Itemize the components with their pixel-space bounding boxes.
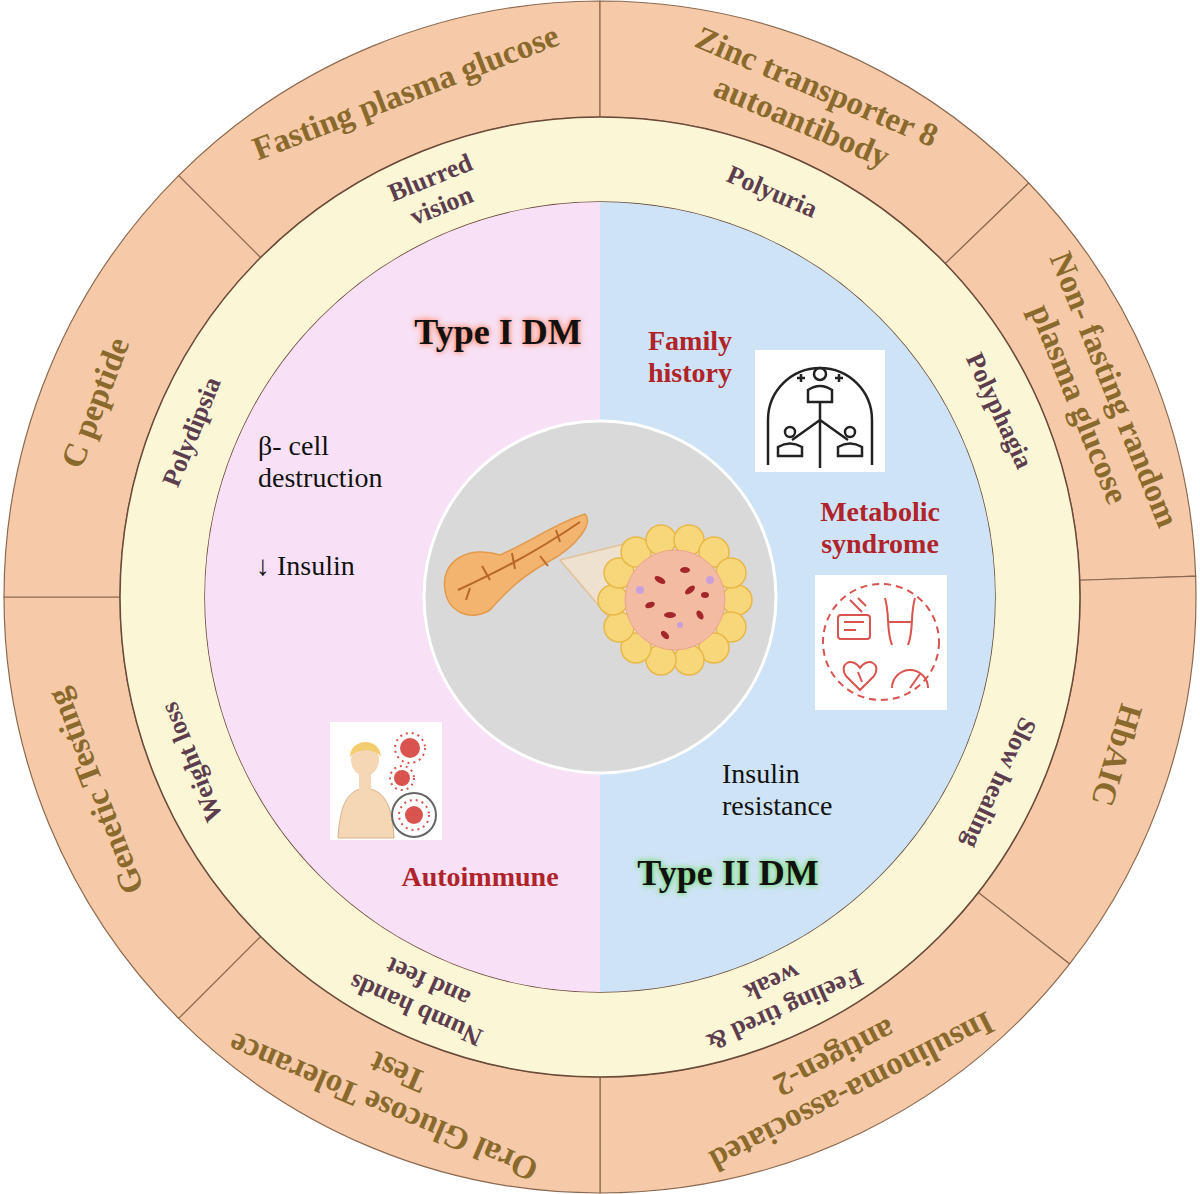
node-text: Type I DM [368, 312, 628, 353]
diabetes-type-half: Family historyMetabolic syndromeInsulin … [600, 202, 995, 992]
metabolic-icon [815, 575, 947, 710]
node-text: Insulin resistance [722, 758, 882, 822]
shape-path [120, 117, 1080, 1077]
node-text: Metabolic syndrome [785, 496, 975, 560]
magnifier-cone [560, 540, 645, 660]
node-text: Autoimmune [370, 861, 590, 893]
autoimmune-icon [330, 722, 442, 840]
pancreatic-duct [458, 522, 580, 600]
node-text: ↓ Insulin [256, 550, 456, 582]
family-icon [755, 350, 885, 472]
islet [625, 550, 725, 650]
islet-dots [636, 567, 714, 641]
diabetes-type-half: Type I DMβ- cell destruction↓ InsulinAut… [205, 202, 600, 992]
islet-cells [598, 525, 752, 675]
symptom-ring: Blurred visionPolyuriaPolyphagiaSlow hea… [120, 117, 1080, 1077]
node-text: β- cell destruction [258, 430, 428, 494]
magnifier-lines [560, 540, 645, 660]
center-circle [424, 421, 776, 773]
pancreas [444, 514, 587, 615]
node-text: Family history [615, 325, 765, 389]
node-text: Type II DM [598, 853, 858, 894]
